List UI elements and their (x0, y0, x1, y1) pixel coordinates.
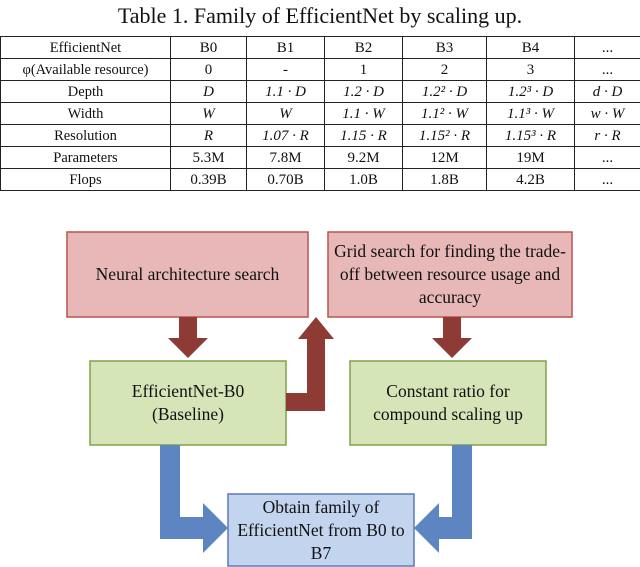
table-header-row: EfficientNet B0 B1 B2 B3 B4 ... (0, 36, 640, 59)
table-cell: 1.15 · R (324, 124, 403, 147)
nas-box (66, 231, 309, 318)
grid-search-box (327, 231, 573, 318)
table-cell: r · R (574, 124, 640, 147)
ratio-to-family-arrow (414, 445, 472, 553)
table-row: Parameters 5.3M 7.8M 9.2M 12M 19M ... (0, 146, 640, 169)
table-cell: 1.1 · D (246, 80, 325, 103)
table-cell: 1.0B (324, 168, 403, 191)
family-box (227, 493, 415, 567)
nas-label: Neural architecture search (95, 264, 280, 284)
family-label: Obtain family of EfficientNet from B0 to… (237, 496, 405, 563)
table-row: Flops 0.39B 0.70B 1.0B 1.8B 4.2B ... (0, 168, 640, 191)
table-caption: Table 1. Family of EfficientNet by scali… (117, 3, 523, 28)
grid-to-ratio-arrow (432, 317, 472, 358)
ratio-label: Constant ratio for compound scaling up (373, 381, 523, 424)
grid-search-label: Grid search for finding the trade-off be… (334, 241, 566, 307)
table-cell: 1.1 · W (324, 102, 403, 125)
nas-to-b0-arrow (168, 317, 208, 358)
row-label: Flops (0, 168, 171, 191)
b0-box (89, 360, 287, 446)
b0-to-family-arrow (160, 445, 228, 553)
row-label: Parameters (0, 146, 171, 169)
header-cell: B3 (402, 36, 487, 59)
row-label: φ(Available resource) (0, 58, 171, 81)
table-cell: 19M (486, 146, 575, 169)
table-row: φ(Available resource) 0 - 1 2 3 ... (0, 58, 640, 81)
table-cell: 4.2B (486, 168, 575, 191)
b0-to-grid-arrow (286, 317, 334, 411)
table-row: Depth D 1.1 · D 1.2 · D 1.2² · D 1.2³ · … (0, 80, 640, 103)
efficientnet-table: EfficientNet B0 B1 B2 B3 B4 ... φ(Availa… (0, 36, 640, 191)
b0-label: EfficientNet-B0 (Baseline) (131, 381, 245, 424)
ratio-box (349, 360, 547, 446)
table-row: Resolution R 1.07 · R 1.15 · R 1.15² · R… (0, 124, 640, 147)
table-cell: 0.70B (246, 168, 325, 191)
row-label: Width (0, 102, 171, 125)
